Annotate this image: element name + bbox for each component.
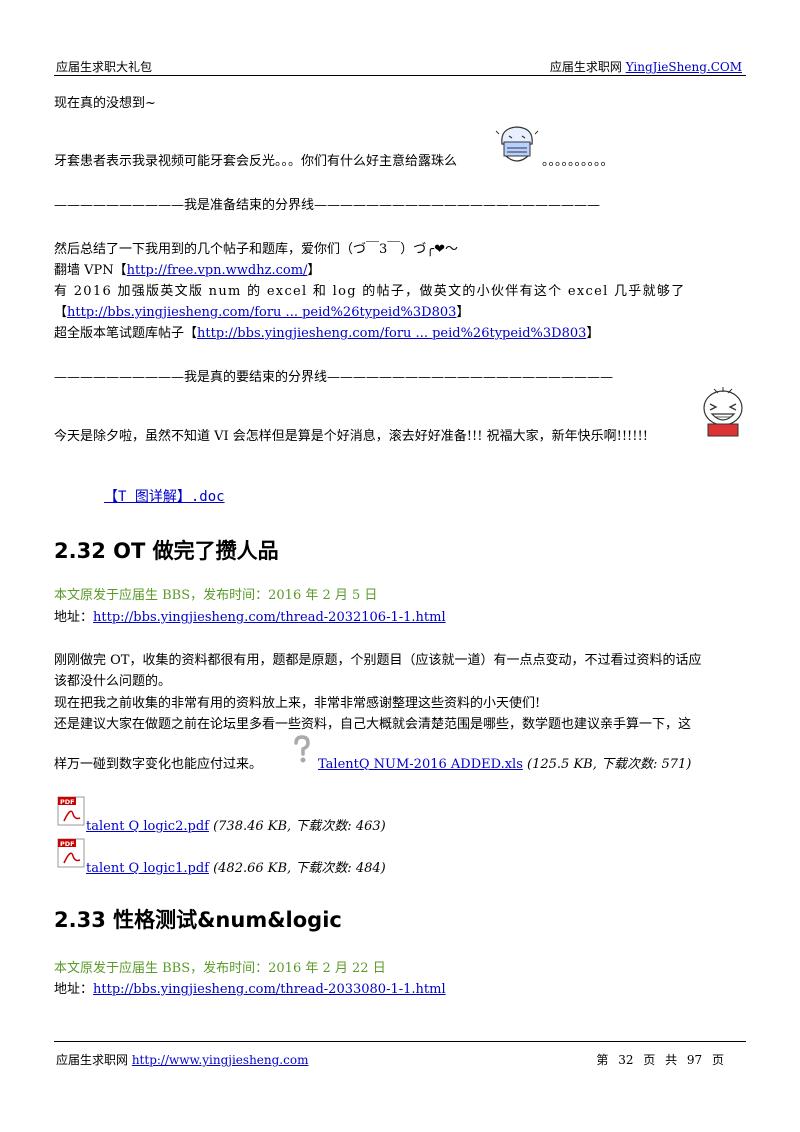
- attachment-row: talent Q logic2.pdf (738.46 KB, 下载次数: 46…: [86, 815, 386, 834]
- text-segment: 】: [307, 263, 321, 278]
- paragraph-line: 该都没什么问题的。: [54, 674, 172, 689]
- paragraph-line: 现在把我之前收集的非常有用的资料放上来，非常非常感谢整理这些资料的小天使们!: [54, 696, 541, 711]
- post-meta: 本文原发于应届生 BBS，发布时间：2016 年 2 月 22 日: [54, 961, 386, 976]
- text-segment: 【: [54, 305, 68, 320]
- excel-post-link[interactable]: http://bbs.yingjiesheng.com/foru ... pei…: [67, 305, 457, 320]
- post-address: 地址：http://bbs.yingjiesheng.com/thread-20…: [54, 978, 446, 997]
- header-site-label: 应届生求职网: [549, 60, 626, 74]
- section-heading: 2.33 性格测试&num&logic: [54, 908, 342, 932]
- text-line: 超全版本笔试题库帖子【http://bbs.yingjiesheng.com/f…: [54, 322, 599, 341]
- text-line: 翻墙 VPN【http://free.vpn.wwdhz.com/】: [54, 259, 320, 278]
- vpn-link[interactable]: http://free.vpn.wwdhz.com/: [126, 263, 308, 278]
- attachment-row: TalentQ NUM-2016 ADDED.xls (125.5 KB, 下载…: [318, 753, 691, 772]
- footer-rule: [54, 1041, 746, 1042]
- paragraph-line: 还是建议大家在做题之前在论坛里多看一些资料，自己大概就会清楚范围是哪些，数学题也…: [54, 717, 692, 732]
- text-line: 【http://bbs.yingjiesheng.com/foru ... pe…: [54, 301, 469, 320]
- header-rule: [54, 75, 746, 76]
- text-line: 牙套患者表示我录视频可能牙套会反光。。。你们有什么好主意给露珠么: [54, 150, 457, 169]
- page-number: 第 32 页 共 97 页: [596, 1053, 724, 1067]
- attachment-meta: (482.66 KB, 下载次数: 484): [208, 861, 386, 876]
- post-address: 地址：http://bbs.yingjiesheng.com/thread-20…: [54, 606, 446, 625]
- attachment-meta: (738.46 KB, 下载次数: 463): [208, 819, 386, 834]
- header-site-link[interactable]: YingJieSheng.COM: [625, 60, 742, 74]
- pdf-file-icon: PDF: [57, 838, 85, 868]
- separator-line: ——————————我是准备结束的分界线————————————————————…: [54, 198, 601, 213]
- footer-site-label: 应届生求职网: [56, 1053, 132, 1067]
- address-label: 地址：: [54, 982, 94, 997]
- text-segment: 超全版本笔试题库帖子【: [54, 326, 198, 341]
- xls-attachment-link[interactable]: TalentQ NUM-2016 ADDED.xls: [318, 757, 523, 772]
- text-segment: 牙套患者表示我录视频可能牙套会反光。。。你们有什么好主意给露珠么: [54, 154, 458, 169]
- text-line: 今天是除夕啦，虽然不知道 VI 会怎样但是算是个好消息，滚去好好准备!!! 祝福…: [54, 429, 648, 444]
- laughing-face-icon: [703, 387, 743, 437]
- text-line: 然后总结了一下我用到的几个帖子和题库，爱你们（づ￣3￣）づ╭❤～: [54, 242, 458, 257]
- crying-face-icon: [495, 126, 539, 162]
- separator-line: ——————————我是真的要结束的分界线———————————————————…: [54, 370, 614, 385]
- paragraph-line: 刚刚做完 OT，收集的资料都很有用，题都是原题，个别题目（应该就一道）有一点点变…: [54, 653, 702, 668]
- text-segment: 】: [586, 326, 600, 341]
- text-segment: 。。。。。。。。。。: [542, 154, 614, 169]
- header-title: 应届生求职大礼包: [56, 60, 153, 74]
- text-segment: 翻墙 VPN【: [54, 263, 127, 278]
- pdf-attachment-link[interactable]: talent Q logic2.pdf: [86, 819, 209, 834]
- question-bank-link[interactable]: http://bbs.yingjiesheng.com/foru ... pei…: [197, 326, 587, 341]
- footer-site: 应届生求职网 http://www.yingjiesheng.com: [56, 1051, 308, 1068]
- address-label: 地址：: [54, 610, 94, 625]
- unknown-file-icon: [294, 735, 310, 763]
- pdf-attachment-link[interactable]: talent Q logic1.pdf: [86, 861, 209, 876]
- attachment-row: talent Q logic1.pdf (482.66 KB, 下载次数: 48…: [86, 857, 386, 876]
- doc-attachment-link[interactable]: 【T 图详解】.doc: [104, 489, 225, 505]
- text-line: 现在真的没想到~: [54, 96, 156, 111]
- header-site: 应届生求职网 YingJieSheng.COM: [550, 58, 742, 75]
- text-line: 有 2016 加强版英文版 num 的 excel 和 log 的帖子，做英文的…: [54, 284, 686, 299]
- section-heading: 2.32 OT 做完了攒人品: [54, 539, 279, 563]
- footer-site-link[interactable]: http://www.yingjiesheng.com: [131, 1053, 309, 1067]
- text-segment: 】: [456, 305, 470, 320]
- paragraph-line: 样万一碰到数字变化也能应付过来。: [54, 757, 263, 772]
- post-meta: 本文原发于应届生 BBS，发布时间：2016 年 2 月 5 日: [54, 588, 378, 603]
- attachment-meta: (125.5 KB, 下载次数: 571): [522, 757, 692, 772]
- svg-text:PDF: PDF: [60, 798, 75, 806]
- thread-link[interactable]: http://bbs.yingjiesheng.com/thread-20330…: [93, 982, 446, 997]
- pdf-file-icon: PDF: [57, 796, 85, 826]
- svg-text:PDF: PDF: [60, 840, 75, 848]
- thread-link[interactable]: http://bbs.yingjiesheng.com/thread-20321…: [93, 610, 446, 625]
